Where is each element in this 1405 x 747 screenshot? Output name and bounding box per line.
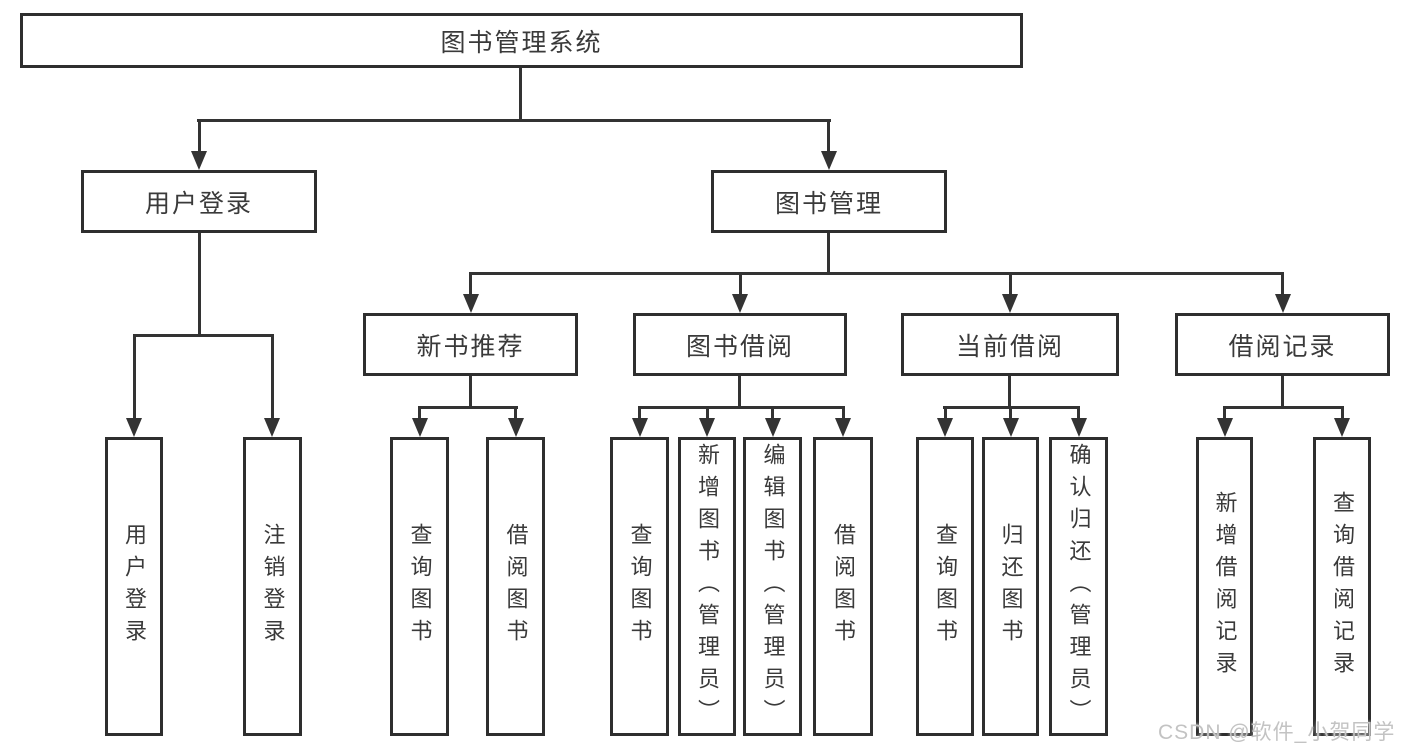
arrowhead-down-icon [508, 418, 524, 437]
node-library-system-label: 图书管理系统 [440, 28, 603, 57]
node-new-book-recommend-label: 新书推荐 [416, 332, 525, 361]
leaf-borrow-query-books-label: 查询图书 [627, 522, 653, 651]
arrowhead-down-icon [264, 418, 280, 437]
node-borrow-records: 借阅记录 [1175, 313, 1390, 376]
leaf-current-confirm-return-admin-label: 确认归还（管理员） [1066, 442, 1092, 731]
arrowhead-down-icon [732, 294, 748, 313]
connector-bookmgmt-vertical [827, 231, 830, 275]
node-current-borrow-label: 当前借阅 [955, 332, 1064, 361]
connector-recommend-horizontal [418, 406, 518, 409]
arrowhead-down-icon [1217, 418, 1233, 437]
node-current-borrow: 当前借阅 [901, 313, 1119, 376]
leaf-borrow-query-books: 查询图书 [610, 437, 669, 736]
connector-drop-section [739, 272, 742, 300]
connector-borrow-horizontal [638, 406, 845, 409]
connector-drop-section [1009, 272, 1012, 300]
connector-drop-book-management [827, 119, 830, 157]
node-book-management-label: 图书管理 [774, 189, 883, 218]
connector-root-vertical [519, 66, 522, 122]
connector-userlogin-horizontal [133, 334, 274, 337]
arrowhead-down-icon [1275, 294, 1291, 313]
connector-drop-section [1281, 272, 1284, 300]
connector-drop-leaf [1077, 406, 1080, 424]
arrowhead-down-icon [126, 418, 142, 437]
connector-borrow-vertical [738, 373, 741, 409]
connector-root-horizontal [197, 119, 831, 122]
connector-recommend-vertical [469, 373, 472, 409]
connector-drop-leaf [1009, 406, 1012, 424]
leaf-borrow-edit-books-admin-label: 编辑图书（管理员） [760, 442, 786, 731]
leaf-recommend-query-books: 查询图书 [390, 437, 449, 736]
arrowhead-down-icon [821, 151, 837, 170]
node-borrow-records-label: 借阅记录 [1228, 332, 1337, 361]
connector-drop-section [469, 272, 472, 300]
leaf-borrow-edit-books-admin: 编辑图书（管理员） [743, 437, 802, 736]
connector-drop-leaf [638, 406, 641, 424]
arrowhead-down-icon [463, 294, 479, 313]
leaf-records-query-record-label: 查询借阅记录 [1330, 490, 1355, 683]
arrowhead-down-icon [1002, 294, 1018, 313]
node-book-borrow-label: 图书借阅 [685, 332, 794, 361]
arrowhead-down-icon [1003, 418, 1019, 437]
connector-drop-leaf [944, 406, 947, 424]
connector-drop-leaf [418, 406, 421, 424]
node-library-system: 图书管理系统 [20, 13, 1023, 68]
connector-records-vertical [1281, 373, 1284, 409]
leaf-user-login-label: 用户登录 [122, 522, 147, 651]
arrowhead-down-icon [699, 418, 715, 437]
watermark: CSDN @软件_小贺同学 [1158, 721, 1396, 744]
leaf-current-query-books-label: 查询图书 [933, 522, 958, 651]
leaf-current-confirm-return-admin: 确认归还（管理员） [1049, 437, 1108, 736]
arrowhead-down-icon [191, 151, 207, 170]
connector-drop-leaf [706, 406, 709, 424]
leaf-user-login: 用户登录 [105, 437, 163, 736]
connector-drop-user-login [198, 119, 201, 157]
leaf-records-add-record-label: 新增借阅记录 [1212, 490, 1238, 683]
arrowhead-down-icon [1071, 418, 1087, 437]
node-user-login: 用户登录 [81, 170, 317, 233]
leaf-current-return-books-label: 归还图书 [998, 522, 1024, 651]
leaf-logout-label: 注销登录 [260, 522, 286, 651]
leaf-borrow-borrow-books: 借阅图书 [813, 437, 873, 736]
leaf-records-add-record: 新增借阅记录 [1196, 437, 1253, 736]
connector-drop-leaf [514, 406, 517, 424]
arrowhead-down-icon [835, 418, 851, 437]
arrowhead-down-icon [937, 418, 953, 437]
arrowhead-down-icon [765, 418, 781, 437]
connector-current-vertical [1008, 375, 1011, 409]
arrowhead-down-icon [632, 418, 648, 437]
leaf-borrow-borrow-books-label: 借阅图书 [831, 522, 856, 651]
node-book-management: 图书管理 [711, 170, 947, 233]
node-new-book-recommend: 新书推荐 [363, 313, 578, 376]
connector-drop-leaf [133, 334, 136, 424]
arrowhead-down-icon [1334, 418, 1350, 437]
connector-userlogin-vertical [198, 231, 201, 337]
connector-records-horizontal [1223, 406, 1344, 409]
node-user-login-label: 用户登录 [144, 189, 253, 218]
connector-drop-leaf [771, 406, 774, 424]
leaf-borrow-add-books-admin: 新增图书（管理员） [678, 437, 736, 736]
leaf-recommend-borrow-books: 借阅图书 [486, 437, 545, 736]
leaf-recommend-query-books-label: 查询图书 [407, 522, 433, 651]
leaf-recommend-borrow-books-label: 借阅图书 [503, 522, 529, 651]
leaf-logout: 注销登录 [243, 437, 302, 736]
connector-drop-leaf [842, 406, 845, 424]
connector-drop-leaf [1223, 406, 1226, 424]
connector-drop-leaf [1341, 406, 1344, 424]
leaf-records-query-record: 查询借阅记录 [1313, 437, 1371, 736]
arrowhead-down-icon [412, 418, 428, 437]
connector-drop-leaf [271, 334, 274, 424]
connector-bookmgmt-horizontal [469, 272, 1284, 275]
leaf-current-return-books: 归还图书 [982, 437, 1039, 736]
leaf-current-query-books: 查询图书 [916, 437, 974, 736]
leaf-borrow-add-books-admin-label: 新增图书（管理员） [695, 442, 720, 731]
node-book-borrow: 图书借阅 [633, 313, 847, 376]
